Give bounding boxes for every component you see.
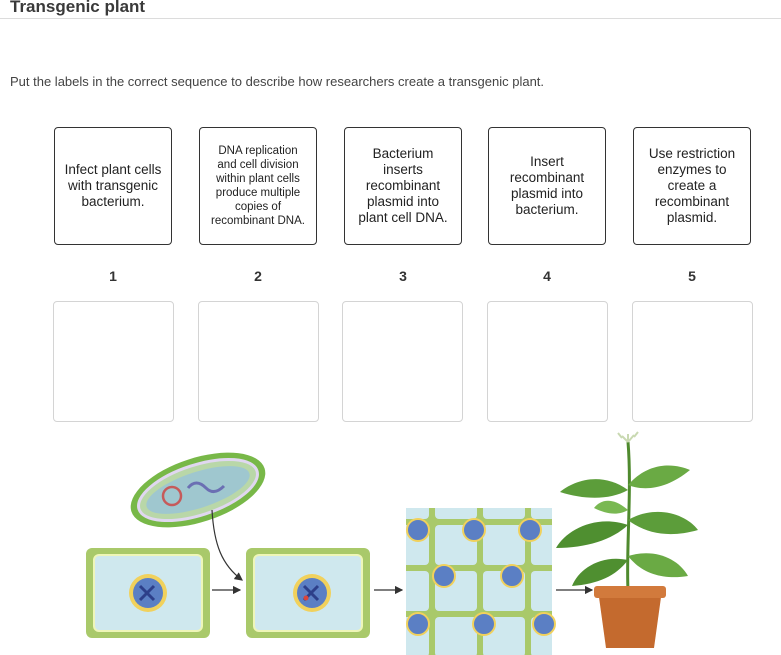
sequence-number-2: 2 bbox=[254, 268, 262, 284]
drop-slot-2[interactable] bbox=[198, 301, 319, 422]
sequence-number-4: 4 bbox=[543, 268, 551, 284]
label-card-4[interactable]: Insert recombinant plasmid into bacteriu… bbox=[488, 127, 606, 245]
label-card-3[interactable]: Bacterium inserts recombinant plasmid in… bbox=[344, 127, 462, 245]
label-card-2[interactable]: DNA replication and cell division within… bbox=[199, 127, 317, 245]
plant-tissue-icon bbox=[406, 508, 556, 655]
label-card-5[interactable]: Use restriction enzymes to create a reco… bbox=[633, 127, 751, 245]
sequence-number-5: 5 bbox=[688, 268, 696, 284]
arrow-icon bbox=[211, 509, 243, 581]
sequence-number-3: 3 bbox=[399, 268, 407, 284]
transgenic-plant-illustration bbox=[86, 431, 698, 655]
instructions-text: Put the labels in the correct sequence t… bbox=[10, 74, 545, 89]
drop-slot-1[interactable] bbox=[53, 301, 174, 422]
bacterium-icon bbox=[130, 452, 266, 528]
potted-plant-icon bbox=[556, 431, 698, 648]
page-title: Transgenic plant bbox=[10, 0, 146, 16]
drop-slot-3[interactable] bbox=[342, 301, 463, 422]
plant-cell-icon bbox=[86, 548, 210, 638]
plant-cell-icon bbox=[246, 548, 370, 638]
label-card-1[interactable]: Infect plant cells with transgenic bacte… bbox=[54, 127, 172, 245]
drop-slot-4[interactable] bbox=[487, 301, 608, 422]
drop-slot-5[interactable] bbox=[632, 301, 753, 422]
sequence-number-1: 1 bbox=[109, 268, 117, 284]
title-divider bbox=[0, 18, 781, 19]
